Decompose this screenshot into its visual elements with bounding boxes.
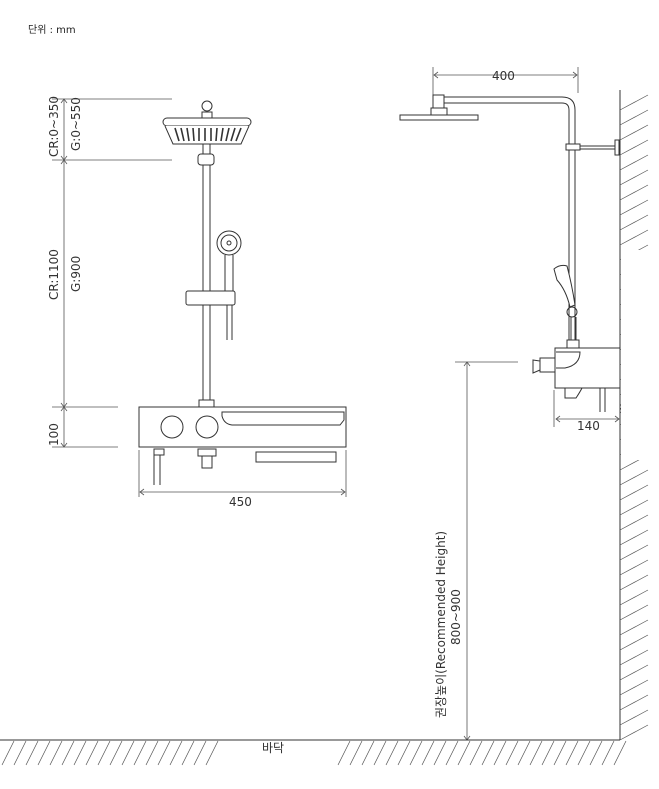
dim-arm: 400 (492, 69, 515, 83)
dim-top-cr: CR:0~350 (47, 96, 61, 157)
front-dimension-lines (52, 98, 347, 497)
hand-shower (185, 230, 242, 340)
dim-body: 100 (47, 423, 61, 446)
side-shower-assembly (399, 94, 621, 412)
dim-depth: 140 (577, 419, 600, 433)
thermostat-body (138, 406, 347, 485)
dim-top-g: G:0~550 (69, 97, 83, 151)
dim-width: 450 (229, 495, 252, 509)
side-dimension-lines (432, 67, 620, 741)
wall (619, 90, 651, 741)
shower-pole (197, 143, 215, 409)
recommended-height-value: 800~900 (449, 589, 463, 645)
dim-mid-cr: CR:1100 (47, 249, 61, 300)
dim-mid-g: G:900 (69, 256, 83, 292)
floor-label: 바닥 (262, 741, 284, 755)
front-view: CR:0~350 G:0~550 CR:1100 G:900 100 450 (47, 96, 347, 509)
unit-label: 단위 : mm (28, 23, 76, 36)
side-view: 400 140 권장높이(Recommended Height) 800~900… (0, 67, 651, 766)
recommended-height-label: 권장높이(Recommended Height) (434, 531, 448, 718)
floor (0, 739, 627, 766)
rain-shower-head (162, 100, 252, 145)
